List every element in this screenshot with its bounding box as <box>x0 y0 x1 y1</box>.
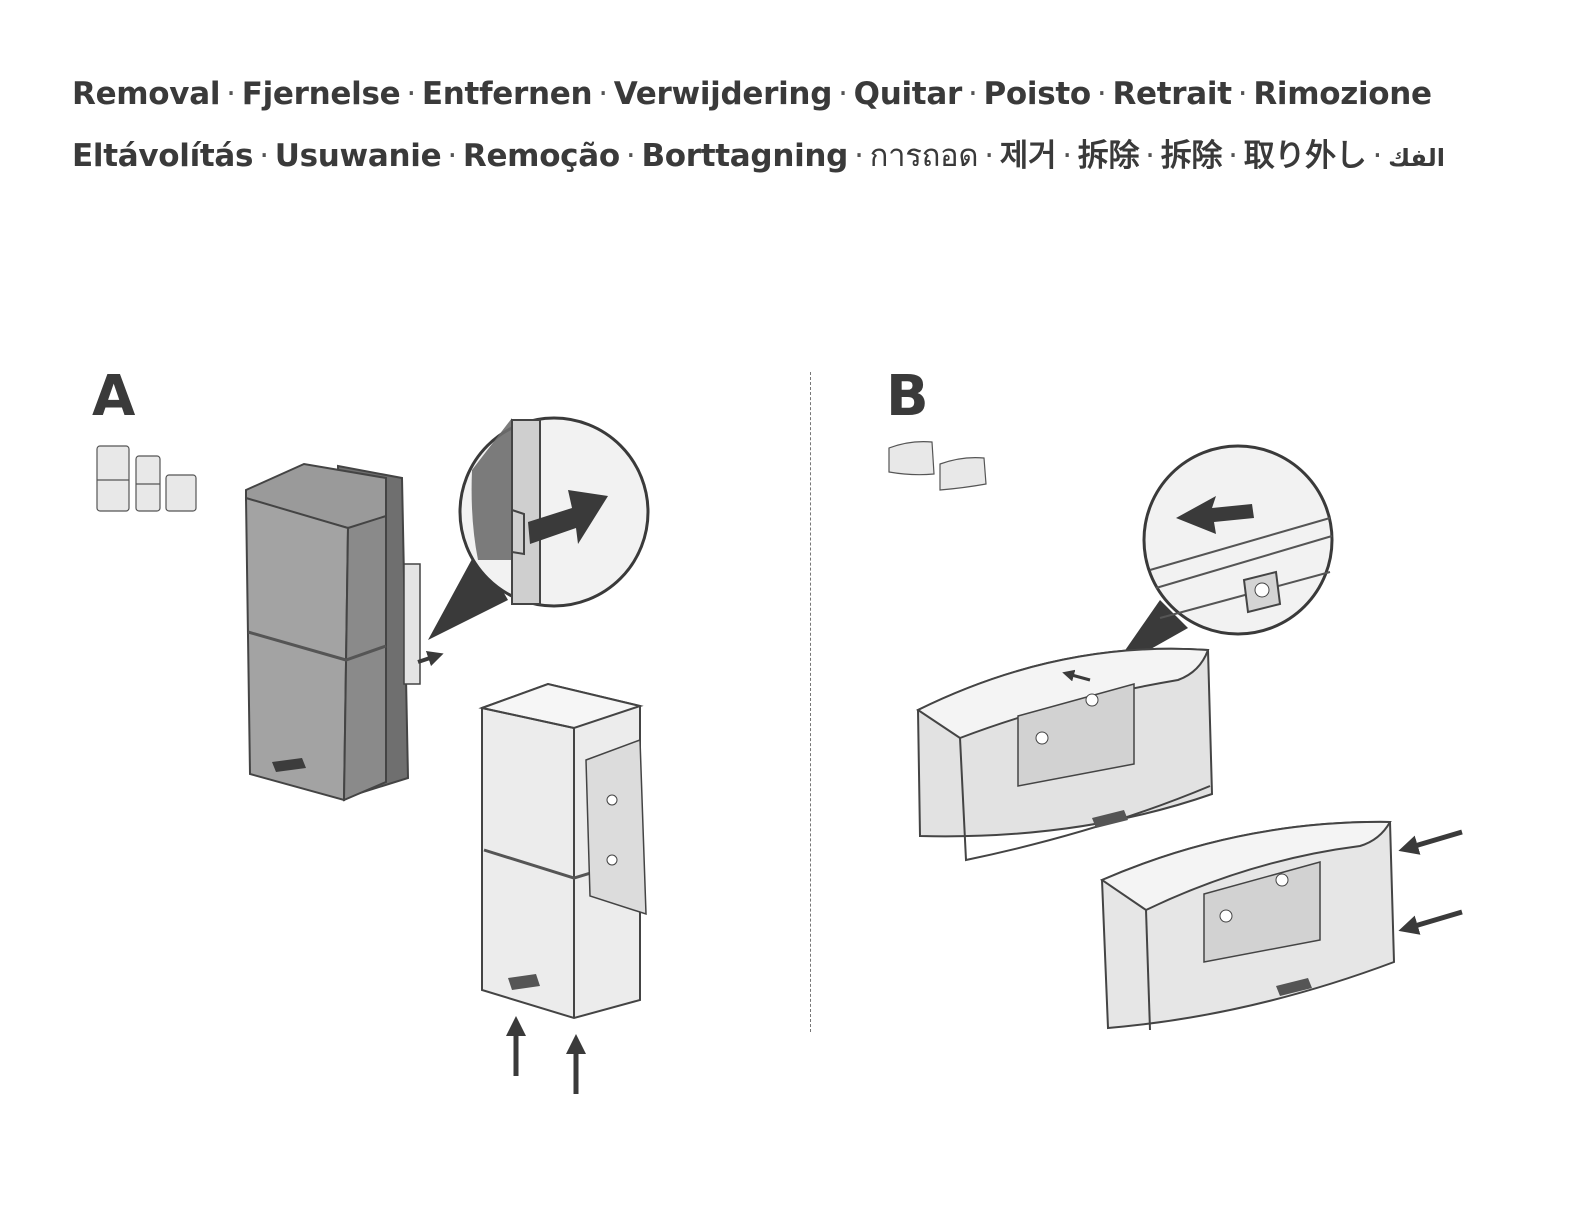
speaker-removed-light <box>482 684 646 1094</box>
speaker-double-cube-icon <box>97 446 129 511</box>
speaker-mounted-wide <box>918 649 1212 860</box>
panel-a-product-icons <box>97 446 196 511</box>
detail-magnifier-b <box>1110 446 1332 672</box>
arrow-left-icon <box>1408 832 1462 848</box>
speaker-mounted-dark <box>246 464 436 800</box>
speaker-removed-wide <box>1102 822 1462 1030</box>
speaker-wide-icon <box>889 442 934 475</box>
speaker-wide-icon <box>940 458 986 490</box>
detail-magnifier-a <box>428 418 648 640</box>
panel-b-product-icons <box>889 442 986 490</box>
arrow-left-icon <box>1408 912 1462 928</box>
mounting-bracket <box>586 740 646 914</box>
wall-bracket <box>404 564 420 684</box>
speaker-single-cube-icon <box>166 475 196 511</box>
